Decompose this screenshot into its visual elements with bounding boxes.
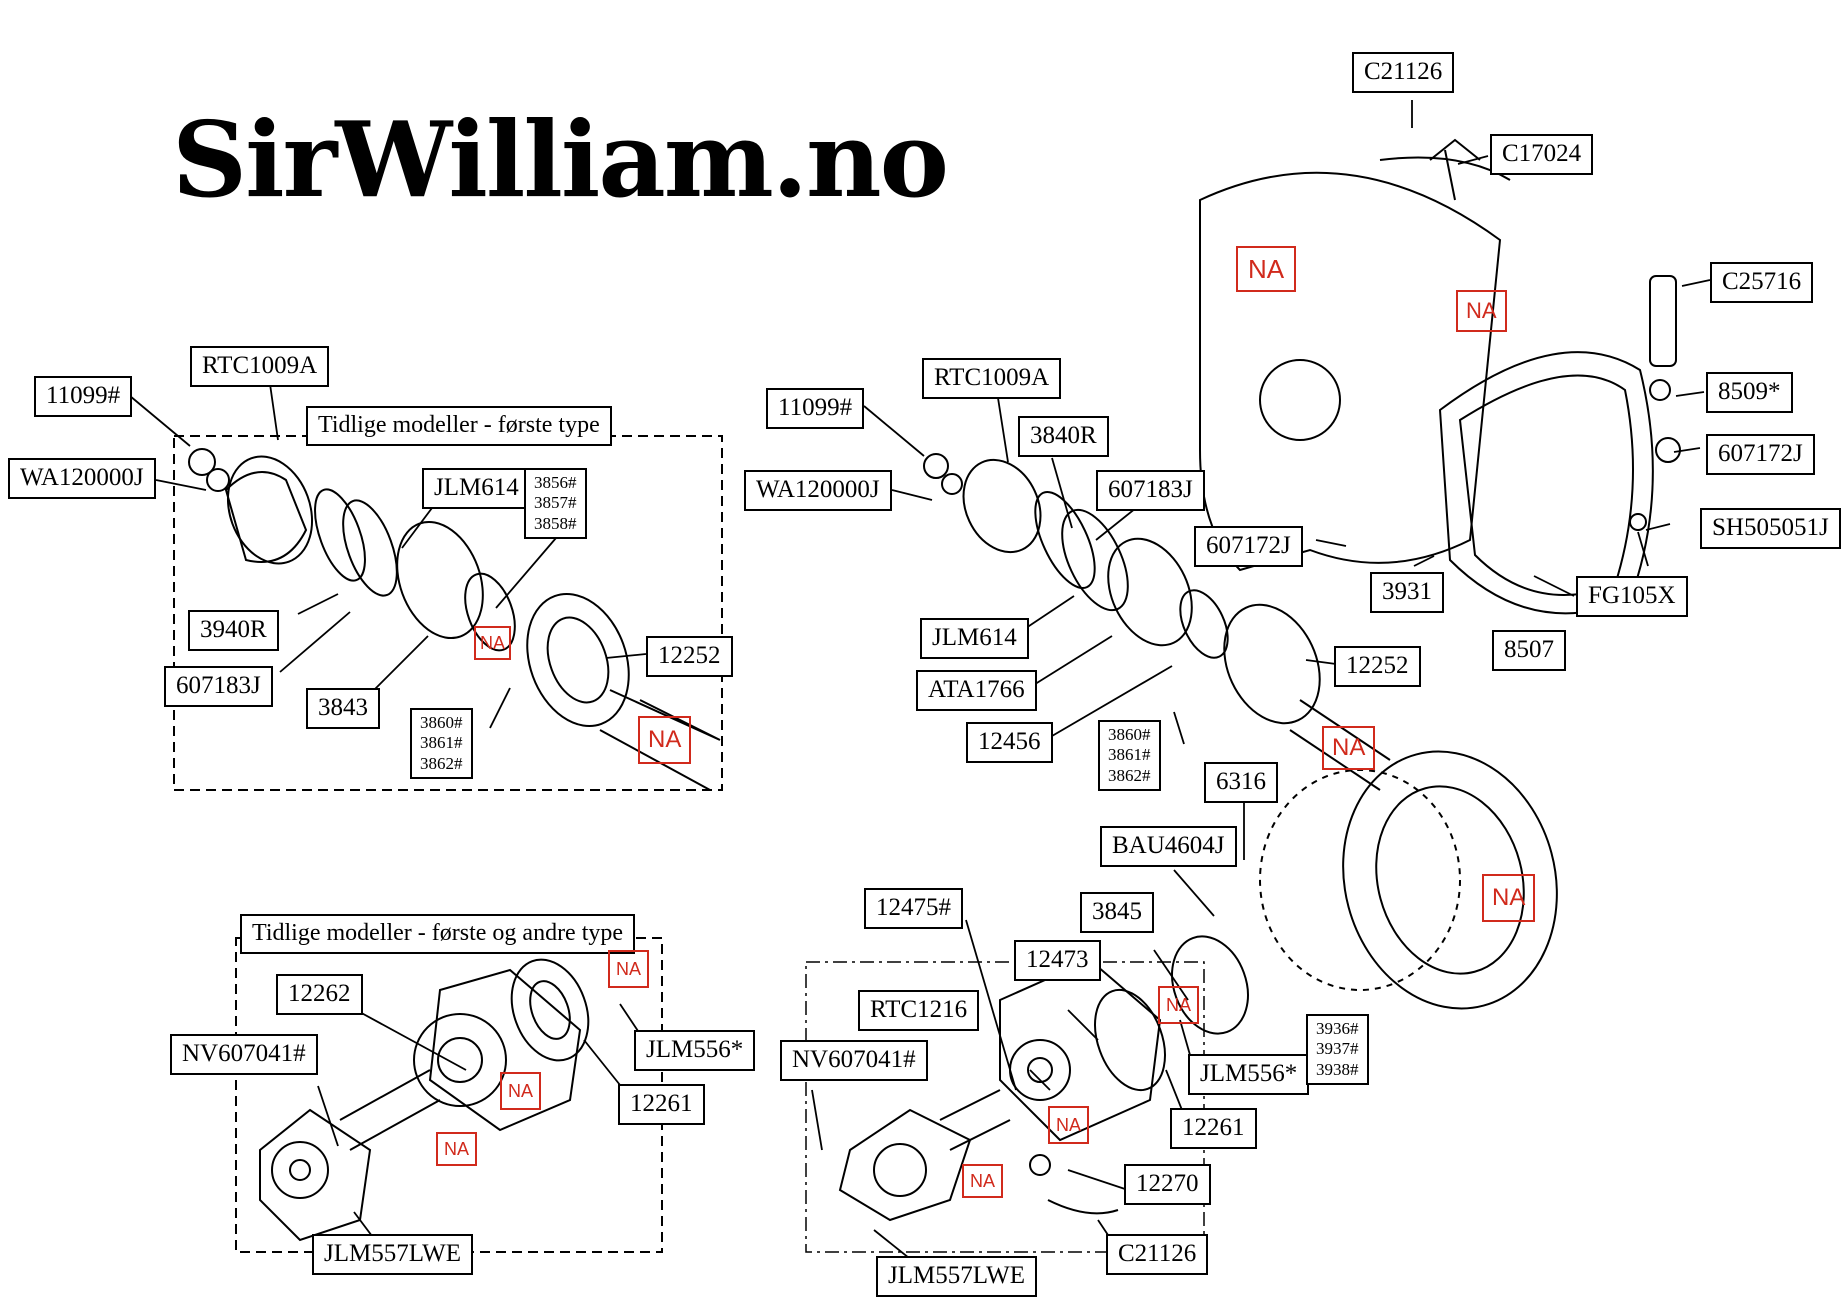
part-label-C25716: C25716 [1710,262,1814,303]
part-label-3845: 3845 [1080,892,1154,933]
part-label-NV607041-left: NV607041# [170,1034,318,1075]
part-label-WA120000J-left: WA120000J [8,458,156,499]
part-label-12456: 12456 [966,722,1053,763]
part-label-NV607041-mid: NV607041# [780,1040,928,1081]
na-marker: NA [638,716,692,764]
part-label-12473: 12473 [1014,940,1101,981]
part-label-WA120000J-mid: WA120000J [744,470,892,511]
part-label-JLM557LWE-mid: JLM557LWE [876,1256,1038,1297]
part-label-12261-left: 12261 [618,1084,705,1125]
part-label-SH505051J: SH505051J [1700,508,1841,549]
part-label-3860-mid: 3860#3861#3862# [1098,720,1161,792]
part-label-3940R: 3940R [188,610,279,651]
part-label-12270: 12270 [1124,1164,1211,1205]
part-label-RTC1009A-mid: RTC1009A [922,358,1062,399]
group-title-early-first: Tidlige modeller - første type [306,406,612,446]
group-title-early-first-second: Tidlige modeller - første og andre type [240,914,636,954]
part-label-3843: 3843 [306,688,380,729]
na-marker: NA [436,1132,478,1166]
part-label-607183J-left: 607183J [164,666,273,707]
part-label-ATA1766: ATA1766 [916,670,1037,711]
part-label-C21126-bottom: C21126 [1106,1234,1209,1275]
part-label-8509: 8509* [1706,372,1793,413]
na-marker: NA [1482,874,1536,922]
na-marker: NA [1048,1106,1090,1144]
part-label-3856-group: 3856#3857#3858# [524,468,587,540]
part-label-607183J-mid: 607183J [1096,470,1205,511]
na-marker: NA [1456,290,1507,332]
na-marker: NA [1158,986,1200,1024]
part-label-11099-left: 11099# [34,376,133,417]
part-label-3840R: 3840R [1018,416,1109,457]
part-drawings [129,100,1711,1271]
part-label-RTC1009A-left: RTC1009A [190,346,330,387]
part-label-12475: 12475# [864,888,963,929]
part-label-607172J-right: 607172J [1706,434,1815,475]
part-label-C21126-top: C21126 [1352,52,1455,93]
part-label-C17024: C17024 [1490,134,1594,175]
part-label-3860-left: 3860#3861#3862# [410,708,473,780]
crown-wheel [1259,750,1558,1010]
part-label-12262: 12262 [276,974,363,1015]
leader-lines [129,100,1711,1271]
site-logo: SirWilliam.no [172,98,949,221]
part-label-BAU4604J: BAU4604J [1100,826,1237,867]
lower-flange-assembly-left [259,958,590,1242]
part-label-8507: 8507 [1492,630,1566,671]
part-label-11099-mid: 11099# [766,388,865,429]
part-label-RTC1216: RTC1216 [858,990,980,1031]
diff-cover [1438,275,1681,615]
part-label-JLM614-mid: JLM614 [920,618,1029,659]
part-label-JLM614-left: JLM614 [422,468,531,509]
part-label-JLM556-mid: JLM556* [1188,1054,1310,1095]
part-label-12252-left: 12252 [646,636,733,677]
na-marker: NA [1322,726,1376,770]
part-label-3936-group: 3936#3937#3938# [1306,1014,1369,1086]
na-marker: NA [1236,246,1297,292]
part-label-3931: 3931 [1370,572,1444,613]
na-marker: NA [962,1164,1004,1198]
part-label-FG105X: FG105X [1576,576,1688,617]
na-marker: NA [608,950,650,988]
group-box-late [805,961,1205,1253]
part-label-JLM556-left: JLM556* [634,1030,756,1071]
na-marker: NA [474,626,512,660]
part-label-607172J-mid: 607172J [1194,526,1303,567]
part-label-JLM557LWE-left: JLM557LWE [312,1234,474,1275]
part-label-6316: 6316 [1204,762,1278,803]
part-label-12252-mid: 12252 [1334,646,1421,687]
part-label-12261-mid: 12261 [1170,1108,1257,1149]
axle-housing [1199,138,1511,572]
na-marker: NA [500,1072,542,1110]
